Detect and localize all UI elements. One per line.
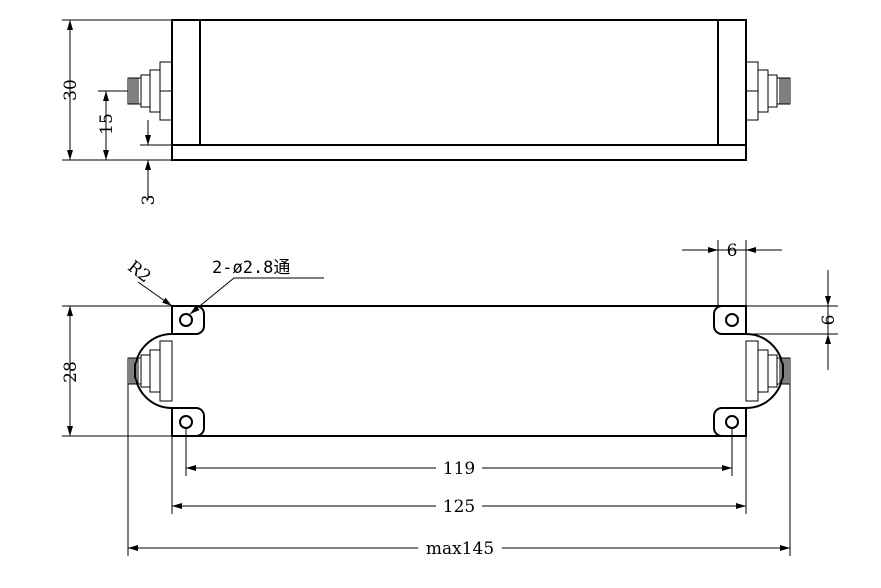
dim-body-height-label: 28	[61, 361, 81, 383]
dim-body-height: 28	[61, 305, 172, 437]
dim-hole-spacing: 119	[185, 428, 733, 479]
dim-max-length-label: max145	[426, 539, 494, 559]
dim-hole-spacing-label: 119	[443, 459, 475, 479]
side-right-connector	[745, 61, 791, 121]
dim-side-height-label: 30	[61, 79, 81, 101]
mounting-hole-bottom-left	[172, 407, 205, 437]
side-view: 30 15 3	[61, 19, 791, 205]
mounting-hole-top-right	[713, 305, 746, 335]
top-left-connector	[127, 340, 173, 402]
mounting-hole-top-left	[172, 305, 205, 335]
dim-hole-offset-x: 6	[682, 240, 782, 306]
dim-side-height: 30	[61, 19, 172, 161]
dim-base-thickness-label: 3	[139, 195, 159, 206]
holes-note-label: 2-ø2.8通	[212, 258, 290, 278]
dim-hole-offset-y-label: 6	[819, 315, 839, 326]
corner-radius-callout: R2	[124, 257, 173, 307]
dim-connector-height: 15	[97, 90, 128, 160]
side-left-connector	[127, 61, 173, 121]
mounting-hole-bottom-right	[713, 407, 746, 437]
dim-base-thickness: 3	[139, 120, 172, 205]
dim-hole-offset-x-label: 6	[727, 241, 738, 261]
corner-radius-label: R2	[124, 257, 155, 287]
dim-max-length: max145	[127, 384, 791, 559]
holes-note-callout: 2-ø2.8通	[189, 258, 324, 315]
top-view: 28 R2 2-ø2.8通 6 6	[61, 240, 839, 559]
side-body-outline	[171, 19, 747, 161]
top-right-connector	[745, 340, 791, 402]
top-body-outline	[134, 305, 784, 437]
dim-connector-height-label: 15	[97, 113, 117, 135]
dim-body-length-label: 125	[443, 497, 475, 517]
dim-hole-offset-y: 6	[746, 270, 839, 370]
dim-body-length: 125	[171, 436, 747, 517]
